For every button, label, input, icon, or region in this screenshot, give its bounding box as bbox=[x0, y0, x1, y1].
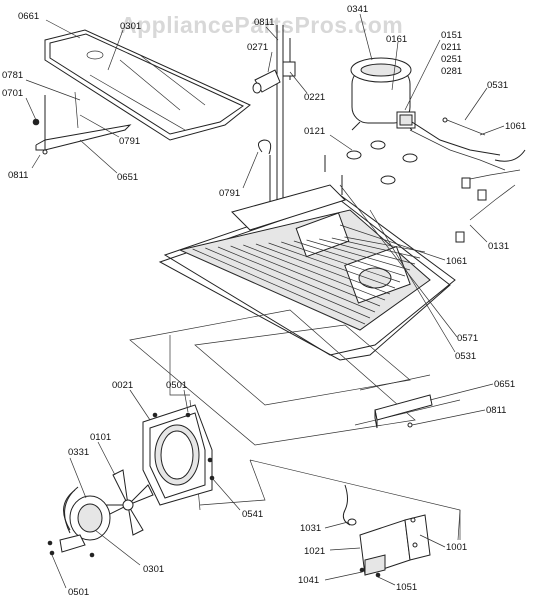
part-label-0541: 0541 bbox=[242, 509, 263, 520]
part-label-0341: 0341 bbox=[347, 4, 368, 15]
part-label-0661: 0661 bbox=[18, 11, 39, 22]
part-label-0811-bottom: 0811 bbox=[486, 405, 506, 416]
part-label-0791-center: 0791 bbox=[219, 188, 240, 199]
part-label-0281: 0281 bbox=[441, 66, 462, 77]
compressor-drawing bbox=[350, 57, 526, 243]
relay-bracket-drawing bbox=[342, 484, 431, 578]
part-label-1021: 1021 bbox=[304, 546, 325, 557]
part-label-1031: 1031 bbox=[300, 523, 321, 534]
part-label-0811-top: 0811 bbox=[254, 17, 274, 28]
part-labels: 0661 0301 0811 0271 0221 0781 0701 0791 … bbox=[2, 4, 526, 598]
part-label-0151: 0151 bbox=[441, 30, 462, 41]
grommets-drawing bbox=[324, 140, 418, 195]
part-label-0781: 0781 bbox=[2, 70, 23, 81]
part-label-0101: 0101 bbox=[90, 432, 111, 443]
part-label-0701: 0701 bbox=[2, 88, 23, 99]
part-label-1061-center: 1061 bbox=[446, 256, 467, 267]
part-label-1061-right: 1061 bbox=[505, 121, 526, 132]
part-label-0301: 0301 bbox=[120, 21, 141, 32]
watermark: AppliancePartsPros.com bbox=[120, 12, 403, 38]
part-label-1051: 1051 bbox=[396, 582, 417, 593]
part-label-0221: 0221 bbox=[304, 92, 325, 103]
part-label-0501-top: 0501 bbox=[166, 380, 187, 391]
part-label-0811-left: 0811 bbox=[8, 170, 28, 181]
part-label-0301-bottom: 0301 bbox=[143, 564, 164, 575]
part-label-0161: 0161 bbox=[386, 34, 407, 45]
part-label-0251: 0251 bbox=[441, 54, 462, 65]
part-label-0571: 0571 bbox=[457, 333, 478, 344]
part-label-0271: 0271 bbox=[247, 42, 268, 53]
part-label-1041: 1041 bbox=[298, 575, 319, 586]
fan-shroud-drawing bbox=[142, 404, 215, 506]
part-label-0651-bottom: 0651 bbox=[494, 379, 515, 390]
part-label-0501-bottom: 0501 bbox=[68, 587, 89, 598]
support-rods-drawing bbox=[252, 25, 296, 215]
part-label-1001: 1001 bbox=[446, 542, 467, 553]
fan-motor-drawing bbox=[47, 469, 154, 558]
cover-plate-drawing bbox=[32, 29, 251, 155]
leader-lines bbox=[25, 13, 505, 589]
part-label-0331: 0331 bbox=[68, 447, 89, 458]
part-label-0121: 0121 bbox=[304, 126, 325, 137]
part-label-0531-center: 0531 bbox=[455, 351, 476, 362]
part-label-0531-top: 0531 bbox=[487, 80, 508, 91]
part-label-0651-top: 0651 bbox=[117, 172, 138, 183]
part-label-0211: 0211 bbox=[441, 42, 461, 53]
base-pan-drawing bbox=[158, 184, 456, 361]
part-label-0021: 0021 bbox=[112, 380, 133, 391]
part-label-0791-left: 0791 bbox=[119, 136, 140, 147]
part-label-0131: 0131 bbox=[488, 241, 509, 252]
lower-bracket-drawing bbox=[374, 394, 433, 429]
